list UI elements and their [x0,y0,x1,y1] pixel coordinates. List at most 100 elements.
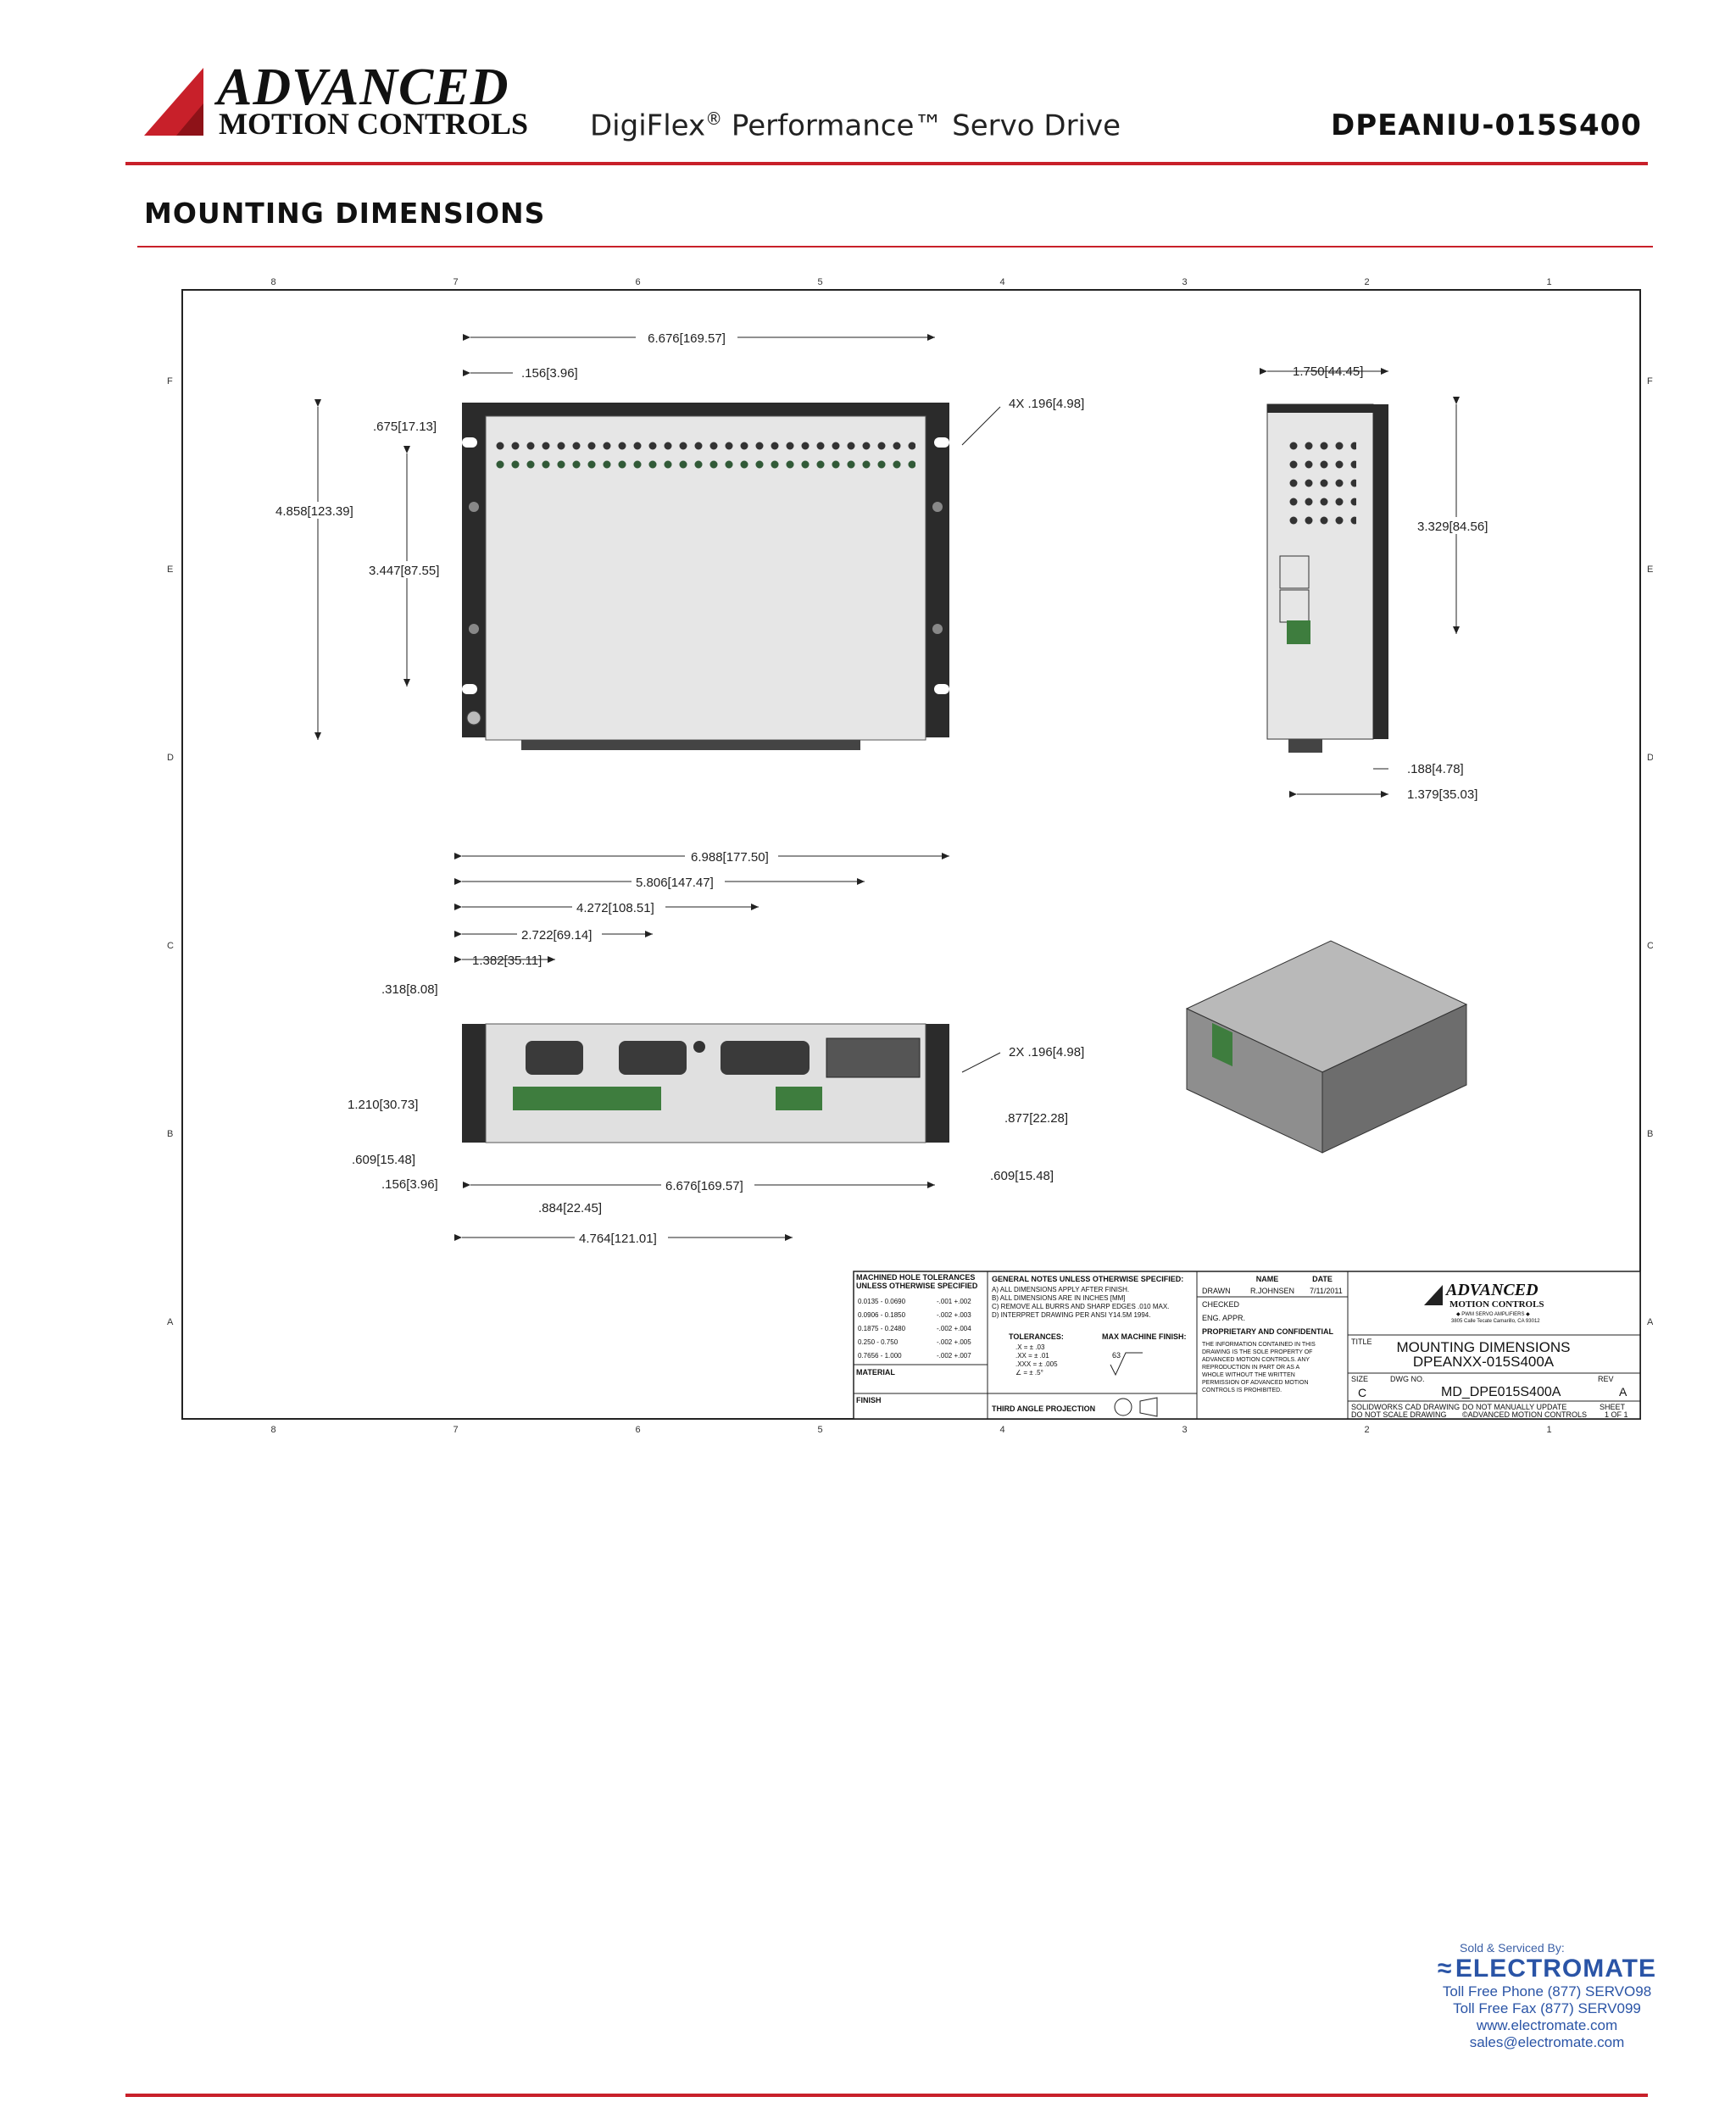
proprietary-line: CONTROLS IS PROHIBITED. [1202,1388,1282,1393]
eng-label: ENG. APPR. [1202,1314,1245,1322]
front-view-dims: 6.988[177.50] 5.806[147.47] 4.272[108.51… [348,848,1084,1246]
dim-side-height: 3.329[84.56] [1417,520,1488,534]
sheet-value: 1 OF 1 [1605,1410,1628,1419]
dim-top-slot: 4X .196[4.98] [1009,397,1084,411]
rev-label: REV [1598,1375,1614,1383]
tol-value: -.002 +.003 [937,1311,971,1319]
electromate-swoosh-icon: ≈ [1437,1955,1452,1983]
border-col-label: 7 [453,1425,458,1432]
tb-logo-sub2: 3805 Calle Tecate Camarillo, CA 93012 [1451,1319,1540,1324]
dim-front-g: .877[22.28] [1004,1111,1068,1126]
dim-top-offset: .675[17.13] [373,420,437,434]
dim-front-l: .609[15.48] [990,1169,1054,1183]
dim-front-b: 4.272[108.51] [576,901,654,915]
surface-finish-icon [1110,1352,1143,1377]
dim-front-f: 1.210[30.73] [348,1098,418,1112]
proprietary-line: ADVANCED MOTION CONTROLS. ANY [1202,1357,1310,1363]
tol-range: 0.7656 - 1.000 [858,1352,902,1360]
proprietary-line: THE INFORMATION CONTAINED IN THIS [1202,1342,1316,1348]
top-view [462,403,949,750]
tol-value: -.001 +.002 [937,1298,971,1305]
tb-logo-sub1: ◆ PWM SERVO AMPLIFIERS ◆ [1456,1312,1530,1317]
sheet-label: SHEET [1600,1403,1626,1411]
notes-header: GENERAL NOTES UNLESS OTHERWISE SPECIFIED… [992,1275,1183,1283]
dim-front-total: 6.988[177.50] [691,850,769,865]
side-view-dims: 1.750[44.45] 3.329[84.56] .188[4.78] 1.3… [1260,364,1500,802]
border-col-label: 7 [453,277,458,287]
footer-email[interactable]: sales@electromate.com [1469,2034,1625,2050]
material-label: MATERIAL [856,1368,895,1377]
tol-range: 0.250 - 0.750 [858,1338,899,1346]
border-col-label: 3 [1182,277,1187,287]
part-number: DPEANIU-015S400 [1331,108,1642,142]
tol-range: 0.1875 - 0.2480 [858,1325,906,1332]
border-col-label: 1 [1546,1425,1551,1432]
border-row-label: C [167,941,174,951]
footer-phone: Toll Free Phone (877) SERVO98 [1442,1983,1652,1999]
side-view [1266,403,1388,753]
border-col-label: 6 [635,1425,640,1432]
border-col-label: 8 [270,277,275,287]
product-line: Performance™ Servo Drive [722,108,1121,143]
note-item: D) INTERPRET DRAWING PER ANSI Y14.5M 199… [992,1311,1150,1319]
dim-side-depth: 1.750[44.45] [1293,364,1363,379]
section-rule [137,246,1653,247]
border-col-label: 4 [999,1425,1004,1432]
projection-cone-icon [1139,1397,1158,1417]
dim-front-k: .884[22.45] [538,1201,602,1215]
logo-line1: ADVANCED [217,58,509,116]
border-row-label: E [1647,565,1653,575]
border-row-label: D [1647,753,1653,763]
dim-side-flange: .188[4.78] [1407,762,1464,776]
projection-label: THIRD ANGLE PROJECTION [992,1404,1095,1413]
proprietary-header: PROPRIETARY AND CONFIDENTIAL [1202,1327,1334,1336]
proprietary-line: DRAWING IS THE SOLE PROPERTY OF [1202,1349,1312,1355]
logo-triangle-icon [144,68,203,136]
electromate-brand: ELECTROMATE [1455,1955,1657,1983]
dim-top-slot-offset: .156[3.96] [521,366,578,381]
drawn-name: R.JOHNSEN [1250,1287,1294,1295]
border-row-label: B [1647,1129,1653,1139]
dim-front-j: 6.676[169.57] [665,1179,743,1193]
border-row-label: D [167,753,174,763]
title-line1: MOUNTING DIMENSIONS [1397,1339,1571,1355]
tol-value: -.002 +.004 [937,1325,971,1332]
tolerances-list: .X = ± .03.XX = ± .01.XXX = ± .005∠ = ± … [1015,1343,1058,1377]
border-col-label: 4 [999,277,1004,287]
dim-front-h: .609[15.48] [352,1153,415,1167]
header-rule [125,162,1648,165]
note-item: B) ALL DIMENSIONS ARE IN INCHES [MM] [992,1294,1126,1302]
note-item: A) ALL DIMENSIONS APPLY AFTER FINISH. [992,1286,1129,1293]
footer-web[interactable]: www.electromate.com [1476,2017,1618,2033]
product-brand: DigiFlex [590,108,706,143]
tolerances-label: TOLERANCES: [1009,1332,1064,1341]
footer-fax: Toll Free Fax (877) SERV099 [1453,2000,1641,2016]
top-view-dims: 6.676[169.57] .156[3.96] 4X .196[4.98] .… [271,329,1084,740]
tol-header1: MACHINED HOLE TOLERANCES [856,1273,975,1282]
tb-logo-line2: MOTION CONTROLS [1449,1299,1544,1310]
finish-label: FINISH [856,1396,882,1404]
update-line1: DO NOT MANUALLY UPDATE [1462,1403,1566,1411]
title-line2: DPEANXX-015S400A [1413,1354,1555,1370]
drawn-label: DRAWN [1202,1287,1231,1295]
dim-front-c: 2.722[69.14] [521,928,592,943]
notes-list: A) ALL DIMENSIONS APPLY AFTER FINISH.B) … [992,1286,1169,1319]
border-col-label: 1 [1546,277,1551,287]
dim-front-a: 5.806[147.47] [636,876,714,890]
projection-icon [1114,1398,1132,1416]
proprietary-line: WHOLE WITHOUT THE WRITTEN [1202,1372,1295,1378]
border-col-label: 3 [1182,1425,1187,1432]
border-col-label: 5 [817,1425,822,1432]
tolerance-item: .X = ± .03 [1015,1343,1045,1351]
registered-mark: ® [705,108,723,129]
tol-value: -.002 +.007 [937,1352,971,1360]
dim-front-slot: 2X .196[4.98] [1009,1045,1084,1060]
title-label: TITLE [1351,1338,1372,1346]
proprietary-line: PERMISSION OF ADVANCED MOTION [1202,1380,1309,1386]
product-name: DigiFlex® Performance™ Servo Drive [590,108,1121,142]
tol-range: 0.0135 - 0.0690 [858,1298,906,1305]
